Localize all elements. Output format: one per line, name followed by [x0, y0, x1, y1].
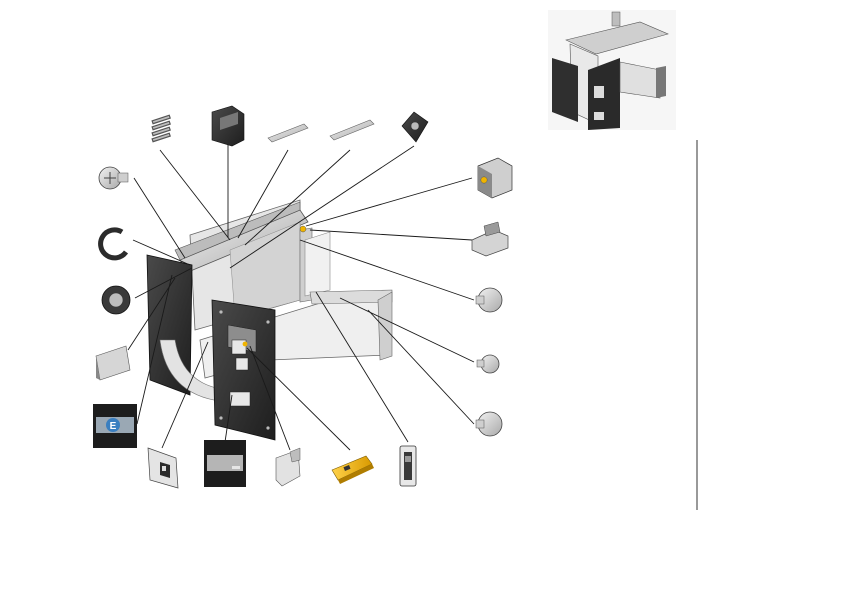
part-screw-right-1 — [475, 287, 503, 313]
leader-line — [309, 229, 473, 241]
part-screw-right-2 — [476, 354, 500, 374]
label-e-badge — [106, 418, 120, 432]
tray-side-bracket — [377, 291, 393, 361]
part-bushing — [101, 285, 131, 315]
thumbnail-window — [594, 86, 604, 98]
panel-screw-hole — [219, 416, 223, 420]
panel-screw-hole — [219, 310, 223, 314]
leader-line — [246, 347, 351, 451]
part-mounting-plate — [401, 111, 429, 143]
leader-line — [339, 297, 475, 363]
part-short-shaft — [267, 123, 309, 143]
thumbnail-left-plate — [552, 58, 578, 122]
main-assembly — [146, 199, 393, 441]
part-bottom-bracket — [147, 447, 179, 489]
leader-line — [367, 309, 475, 425]
leader-line — [229, 145, 415, 269]
leader-line — [134, 267, 193, 299]
part-screw-right-3 — [475, 411, 503, 437]
leader-line — [224, 394, 233, 443]
front-panel-led — [242, 341, 248, 347]
part-latch — [471, 221, 509, 257]
leader-line — [161, 341, 209, 449]
leader-line — [237, 149, 289, 239]
roller-end-gear — [299, 225, 307, 233]
leader-line — [244, 149, 351, 246]
thumbnail-tray — [619, 61, 661, 99]
roller-shaft — [174, 201, 301, 261]
panel-screw-hole — [266, 320, 270, 324]
part-angle-bracket — [275, 447, 301, 487]
panel-screw-hole — [266, 426, 270, 430]
leader-line — [127, 277, 176, 351]
leader-line — [136, 274, 173, 425]
leader-line — [132, 239, 191, 266]
leader-line — [305, 177, 473, 227]
part-long-shaft — [329, 119, 375, 141]
leader-line — [133, 177, 186, 259]
part-motor — [477, 157, 513, 199]
part-yellow-sensor — [331, 455, 374, 484]
right-frame-plate — [304, 231, 331, 297]
leader-line — [315, 291, 409, 443]
part-springs — [151, 114, 171, 143]
leader-lines — [127, 145, 475, 451]
part-screw-large — [98, 166, 129, 190]
front-panel-window — [231, 339, 247, 355]
part-label-e: E — [93, 404, 137, 448]
front-panel-window-lower — [235, 357, 249, 371]
label-e-text: E — [110, 421, 117, 432]
leader-line — [159, 149, 231, 241]
leader-line — [249, 345, 291, 451]
thumbnail-side-bracket — [656, 66, 666, 98]
front-panel-slot — [229, 391, 251, 407]
part-roller-bracket — [211, 105, 245, 147]
thumbnail-top-rail — [565, 21, 669, 55]
part-small-plate — [95, 345, 131, 381]
part-retaining-clip — [98, 227, 129, 261]
assembly-thumbnail — [548, 10, 676, 130]
thumbnail-slot — [594, 112, 604, 120]
part-gray-label — [204, 440, 246, 487]
thumbnail-post — [611, 11, 621, 27]
part-connector-housing — [399, 445, 417, 487]
leader-line — [299, 239, 475, 301]
